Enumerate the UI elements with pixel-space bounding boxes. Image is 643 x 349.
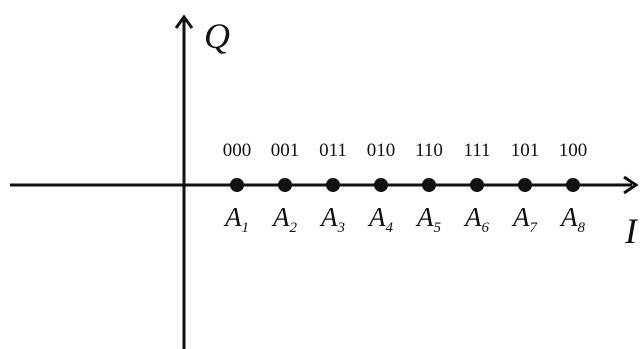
point-marker	[518, 178, 532, 192]
vertical-axis-label: Q	[204, 16, 230, 56]
point-label: A8	[559, 202, 586, 236]
bit-label: 011	[319, 140, 347, 161]
point-marker	[230, 178, 244, 192]
point-marker	[470, 178, 484, 192]
bit-label: 100	[559, 140, 588, 161]
horizontal-axis-label: I	[624, 211, 639, 251]
point-label: A5	[415, 202, 442, 236]
point-label: A2	[271, 202, 298, 236]
point-marker	[422, 178, 436, 192]
point-marker	[374, 178, 388, 192]
vertical-axis-arrowhead	[174, 14, 194, 29]
bit-label: 001	[271, 140, 300, 161]
bit-label: 010	[367, 140, 396, 161]
point-label: A4	[367, 202, 394, 236]
bit-label: 111	[463, 140, 490, 161]
point-label: A7	[511, 202, 539, 236]
point-marker	[566, 178, 580, 192]
bit-label: 110	[415, 140, 443, 161]
bit-label: 000	[223, 140, 252, 161]
bit-label: 101	[511, 140, 540, 161]
point-label: A6	[463, 202, 490, 236]
point-marker	[278, 178, 292, 192]
point-label: A1	[223, 202, 249, 236]
point-marker	[326, 178, 340, 192]
horizontal-axis-arrowhead	[623, 175, 639, 195]
point-label: A3	[319, 202, 345, 236]
